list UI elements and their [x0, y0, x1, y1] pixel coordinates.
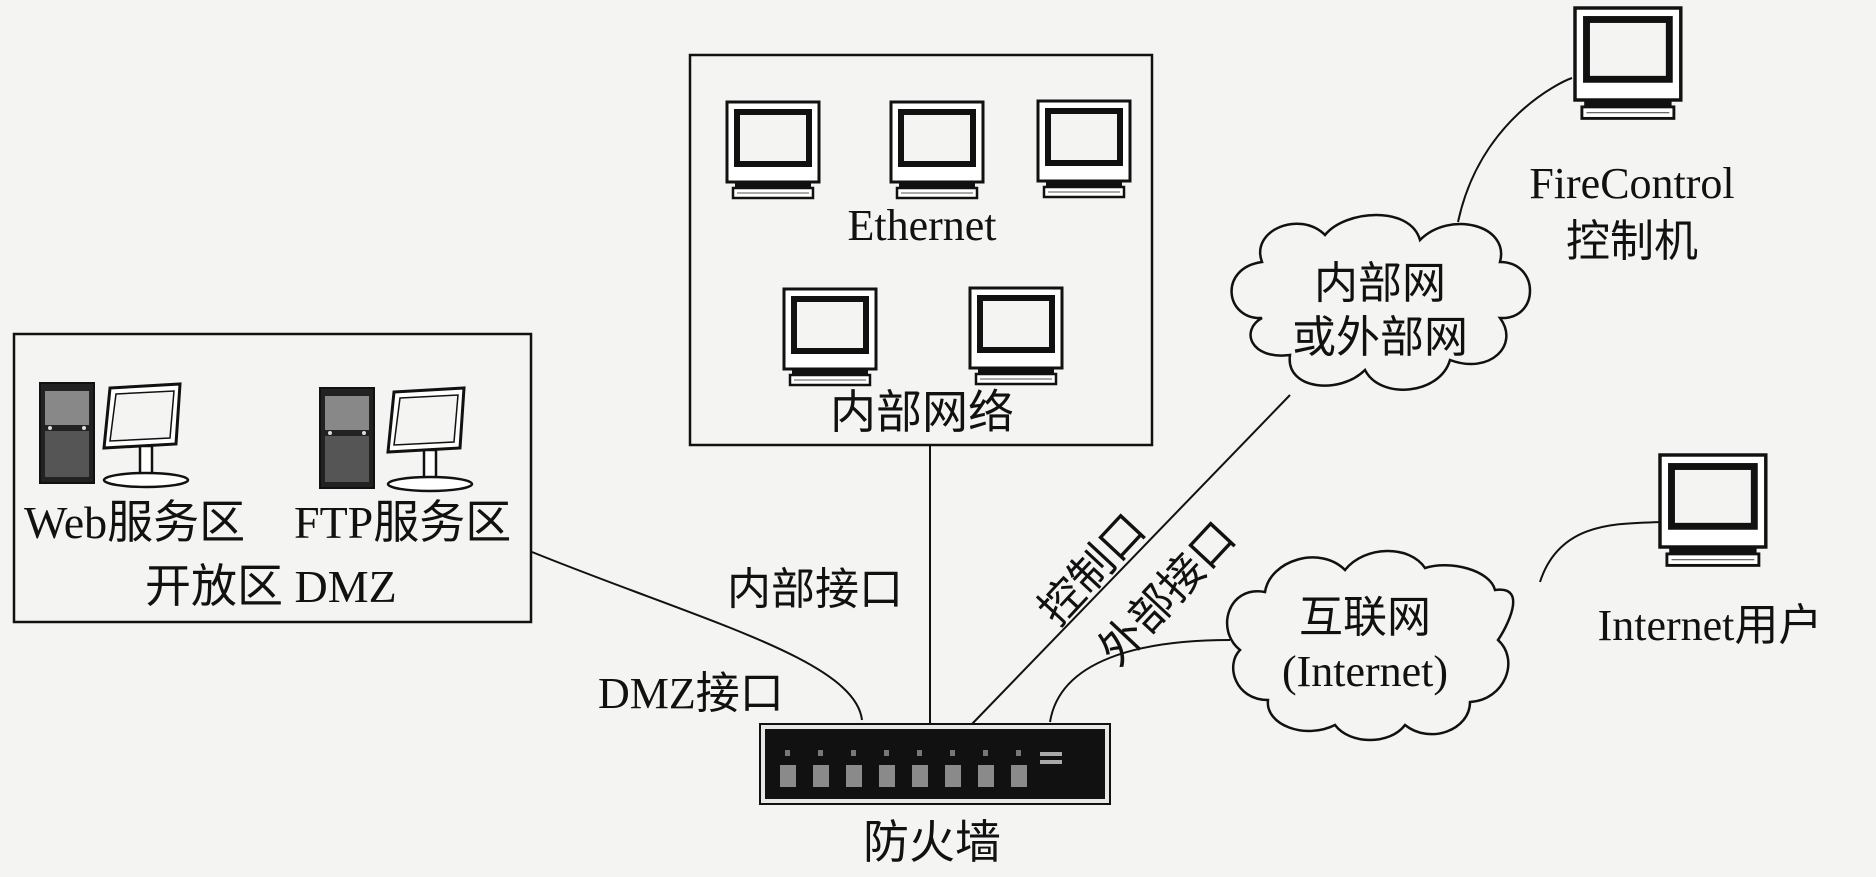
- web-service-label: Web服务区: [24, 497, 245, 548]
- internal-pc-4-icon: [784, 289, 876, 385]
- web-server-icon: [39, 382, 95, 484]
- firewall-label: 防火墙: [863, 817, 1001, 868]
- internal-pc-2-icon: [891, 102, 983, 198]
- internet-user-label: Internet用户: [1598, 601, 1823, 650]
- internet-cloud-line2: (Internet): [1282, 647, 1448, 696]
- dmz-zone-label: 开放区 DMZ: [145, 561, 397, 612]
- external-link: [1049, 639, 1231, 723]
- firewall-appliance-icon: [759, 723, 1111, 805]
- dmz-zone: Web服务区 FTP服务区 开放区 DMZ: [12, 332, 533, 624]
- firecontrol-host: FireControl 控制机: [1529, 8, 1735, 266]
- internal-pc-3-icon: [1038, 101, 1130, 197]
- ftp-service-label: FTP服务区: [294, 497, 511, 548]
- internet-cloud-shape: [1225, 549, 1515, 742]
- internal-interface-label: 内部接口: [727, 565, 903, 614]
- internal-zone-box: [688, 53, 1154, 447]
- intranet-cloud-shape: [1230, 213, 1532, 391]
- ftp-monitor-icon: [386, 386, 474, 493]
- dmz-link: [531, 551, 863, 721]
- control-link: [971, 394, 1291, 725]
- internet-user-computer-icon: [1660, 455, 1766, 565]
- internal-network-zone: Ethernet 内部网络: [688, 53, 1154, 447]
- internal-network-label: 内部网络: [830, 387, 1014, 438]
- internal-pc-5-icon: [970, 288, 1062, 384]
- ftp-server-icon: [319, 387, 375, 489]
- dmz-zone-box: [12, 332, 533, 624]
- firecontrol-sublabel: 控制机: [1566, 217, 1698, 266]
- dmz-interface-label: DMZ接口: [598, 669, 784, 718]
- firecontrol-label: FireControl: [1529, 159, 1734, 208]
- firecontrol-link: [1457, 77, 1573, 223]
- intranet-cloud: 内部网 或外部网: [1230, 213, 1532, 391]
- ethernet-label: Ethernet: [847, 201, 996, 250]
- internal-pc-1-icon: [727, 102, 819, 198]
- intranet-cloud-line1: 内部网: [1314, 259, 1446, 308]
- internet-user-link: [1539, 521, 1661, 583]
- internet-user-host: Internet用户: [1598, 455, 1823, 650]
- internet-cloud: 互联网 (Internet): [1225, 549, 1515, 742]
- firecontrol-computer-icon: [1575, 8, 1681, 118]
- intranet-cloud-line2: 或外部网: [1292, 313, 1468, 362]
- web-monitor-icon: [102, 382, 190, 489]
- internet-cloud-line1: 互联网: [1299, 593, 1431, 642]
